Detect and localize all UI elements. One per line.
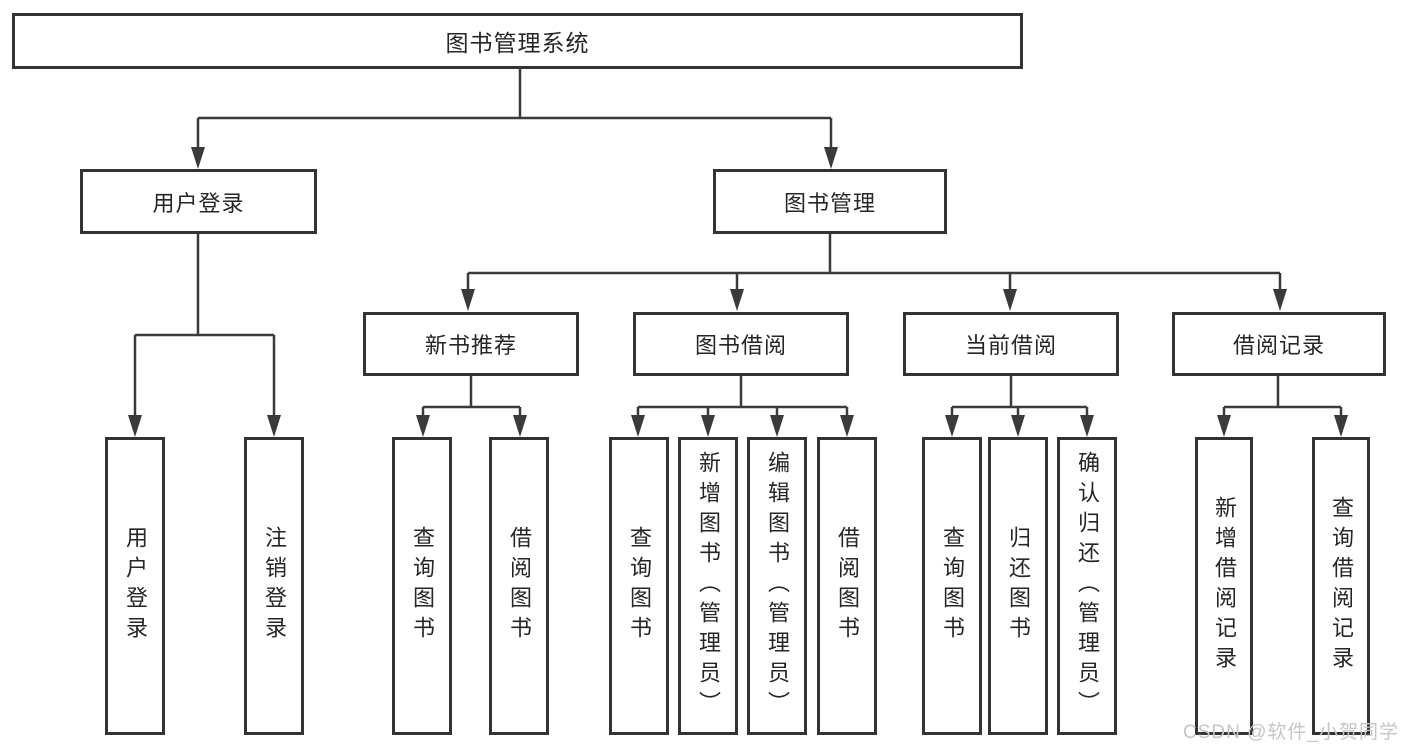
leaf-label: 新增借阅记录: [1212, 496, 1237, 676]
leaf-return-books: 归还图书: [988, 437, 1048, 735]
leaf-label: 注销登录: [262, 526, 287, 646]
leaf-label: 查询图书: [627, 526, 652, 646]
leaf-query-books-borrowing: 查询图书: [609, 437, 669, 735]
leaf-label: 查询图书: [940, 526, 965, 646]
leaf-query-books-current: 查询图书: [922, 437, 982, 735]
leaf-query-borrow-record: 查询借阅记录: [1312, 437, 1370, 735]
watermark-text: CSDN @软件_小贺同学: [1183, 722, 1399, 743]
leaf-borrow-books: 借阅图书: [817, 437, 877, 735]
node-label: 当前借阅: [964, 333, 1057, 358]
leaf-confirm-return-admin: 确认归还（管理员）: [1057, 437, 1117, 735]
node-label: 图书管理系统: [445, 30, 590, 56]
leaf-label: 借阅图书: [507, 526, 532, 646]
node-book-borrowing: 图书借阅: [633, 312, 849, 376]
leaf-logout: 注销登录: [244, 437, 304, 735]
node-label: 新书推荐: [424, 333, 517, 358]
leaf-user-login: 用户登录: [105, 437, 165, 735]
node-book-management: 图书管理: [713, 169, 947, 234]
leaf-label: 查询借阅记录: [1329, 496, 1354, 676]
leaf-label: 新增图书（管理员）: [696, 451, 721, 721]
leaf-add-borrow-record: 新增借阅记录: [1195, 437, 1253, 735]
leaf-label: 用户登录: [123, 526, 148, 646]
node-new-book-recommend: 新书推荐: [363, 312, 579, 376]
leaf-label: 借阅图书: [835, 526, 860, 646]
leaf-label: 编辑图书（管理员）: [765, 451, 790, 721]
node-current-borrowing: 当前借阅: [903, 312, 1119, 376]
node-label: 用户登录: [152, 190, 245, 216]
node-borrowing-records: 借阅记录: [1172, 312, 1386, 376]
node-library-management-system: 图书管理系统: [12, 13, 1023, 69]
leaf-label: 归还图书: [1006, 526, 1031, 646]
leaf-edit-books-admin: 编辑图书（管理员）: [747, 437, 807, 735]
leaf-add-books-admin: 新增图书（管理员）: [678, 437, 738, 735]
leaf-borrow-books-recommend: 借阅图书: [489, 437, 549, 735]
node-label: 图书管理: [783, 190, 876, 216]
leaf-label: 查询图书: [410, 526, 435, 646]
node-label: 图书借阅: [694, 333, 787, 358]
node-label: 借阅记录: [1232, 333, 1325, 358]
node-user-login: 用户登录: [80, 169, 317, 234]
leaf-label: 确认归还（管理员）: [1075, 451, 1100, 721]
leaf-query-books-recommend: 查询图书: [392, 437, 452, 735]
